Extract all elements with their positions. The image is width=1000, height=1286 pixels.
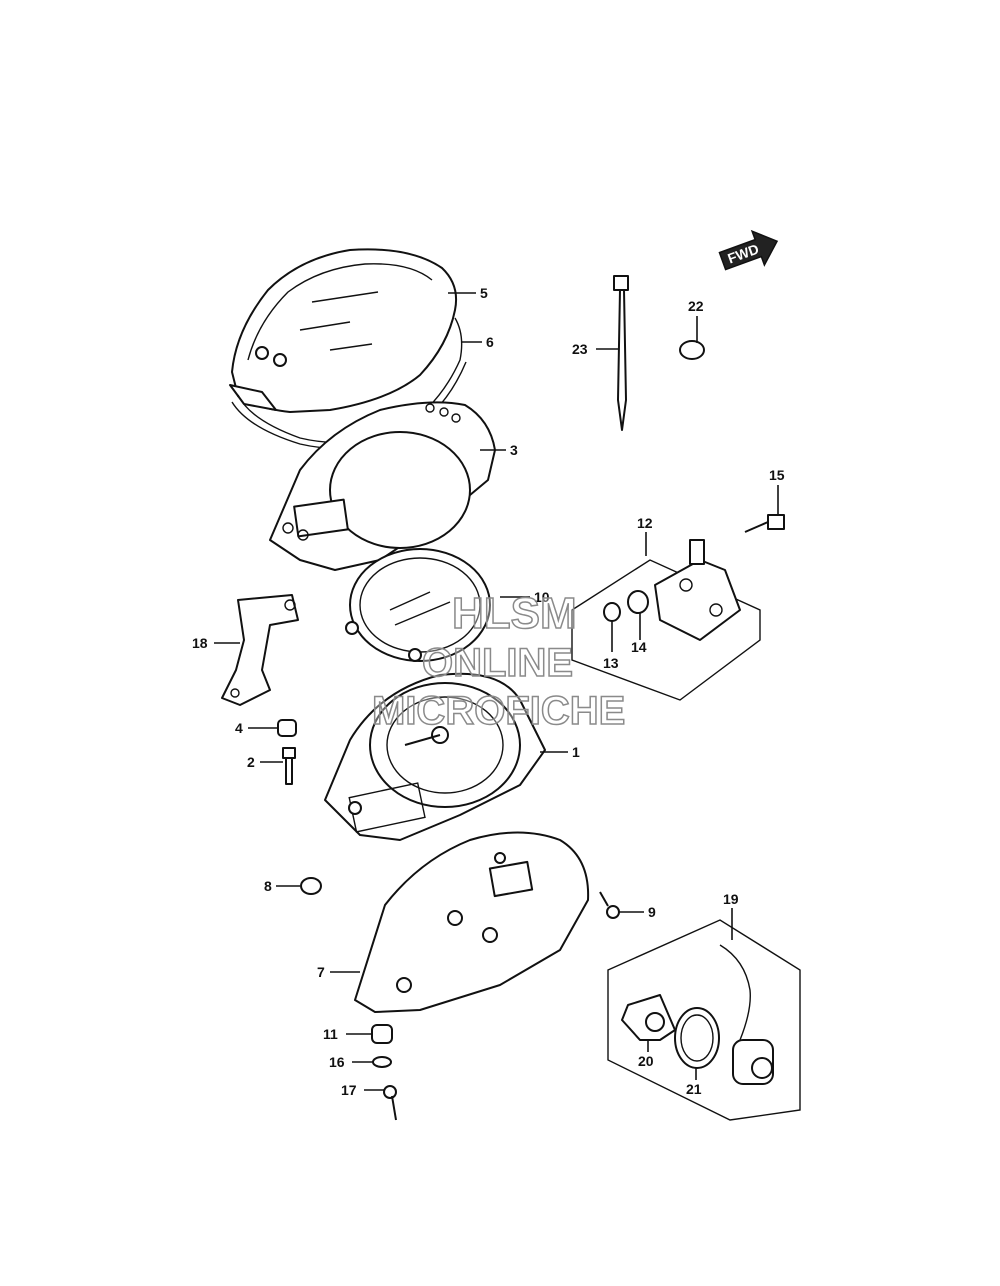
callout-4: 4 (235, 720, 243, 736)
callout-11: 11 (323, 1026, 338, 1042)
callout-21: 21 (686, 1081, 702, 1097)
part-23-cable-tie (613, 275, 629, 431)
part-1-meter-assembly (324, 672, 546, 841)
part-17-screw (383, 1085, 397, 1121)
callout-16: 16 (329, 1054, 345, 1070)
callout-23: 23 (572, 341, 588, 357)
part-5-meter-cover (229, 248, 458, 413)
callout-9: 9 (648, 904, 656, 920)
callout-5: 5 (480, 285, 488, 301)
callout-8: 8 (264, 878, 272, 894)
callout-17: 17 (341, 1082, 357, 1098)
callout-7: 7 (317, 964, 325, 980)
callout-1: 1 (572, 744, 580, 760)
callout-19: 19 (723, 891, 739, 907)
part-8-cap (300, 877, 322, 895)
part-7-lower-case (354, 831, 590, 1013)
callout-15: 15 (769, 467, 785, 483)
part-15-bolt (744, 514, 785, 533)
callout-10: 10 (534, 589, 550, 605)
part-13-washer (603, 602, 621, 622)
part-10-lens (345, 548, 491, 662)
part-9-screw (599, 891, 620, 919)
callout-2: 2 (247, 754, 255, 770)
part-12-sensor-group (571, 539, 761, 701)
part-2-bolt (282, 747, 296, 785)
part-16-washer (372, 1056, 392, 1068)
callout-14: 14 (631, 639, 647, 655)
part-14-bushing (627, 590, 649, 614)
callout-13: 13 (603, 655, 619, 671)
watermark-line-2: ONLINE (422, 641, 573, 685)
part-22-clamp (679, 340, 705, 360)
callout-3: 3 (510, 442, 518, 458)
callout-18: 18 (192, 635, 208, 651)
part-11-grommet (371, 1024, 393, 1044)
callout-22: 22 (688, 298, 704, 314)
part-4-nut (277, 719, 297, 737)
callout-20: 20 (638, 1053, 654, 1069)
watermark-line-1: HLSM (452, 589, 577, 638)
callout-12: 12 (637, 515, 653, 531)
watermark-line-3: MICROFICHE (372, 689, 625, 733)
watermark: HLSM ONLINE MICROFICHE (371, 588, 626, 734)
callout-labels: 5 6 3 23 22 15 12 10 18 13 14 4 1 2 8 9 … (192, 285, 785, 1098)
part-3-bezel (269, 401, 496, 571)
part-18-bracket (221, 594, 299, 706)
leader-lines (214, 292, 779, 1091)
fwd-direction-badge: FWD (718, 229, 779, 271)
part-19-gear-group (607, 919, 801, 1121)
callout-6: 6 (486, 334, 494, 350)
